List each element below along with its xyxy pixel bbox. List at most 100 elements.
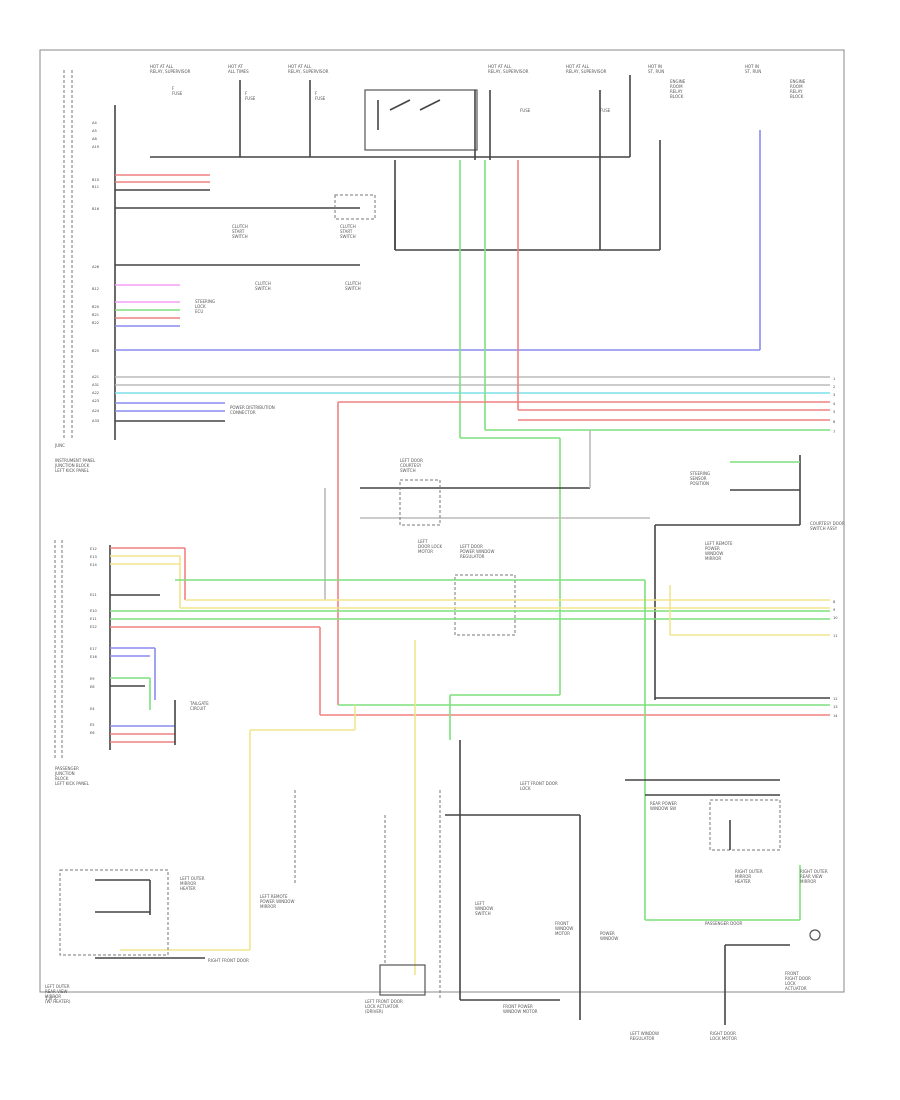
svg-text:E11: E11 [90,617,97,621]
svg-text:CLUTCH: CLUTCH [255,281,271,286]
page-number: 1 of 2 [45,996,57,1001]
svg-text:B21: B21 [92,313,99,317]
left-outer-mirror [59,869,169,956]
svg-text:HEATER: HEATER [735,879,751,884]
svg-text:REAR VIEW: REAR VIEW [45,989,68,994]
svg-text:LEFT FRONT DOOR: LEFT FRONT DOOR [520,781,558,786]
svg-text:LOCK: LOCK [195,304,206,309]
svg-text:B20: B20 [92,305,100,309]
left-door-lock-actuator [379,964,426,996]
svg-text:ST, RUN: ST, RUN [745,69,761,74]
svg-text:RIGHT FRONT DOOR: RIGHT FRONT DOOR [208,958,249,963]
svg-text:SWITCH ASSY: SWITCH ASSY [810,526,838,531]
svg-text:HOT AT ALL: HOT AT ALL [566,64,590,69]
svg-text:REGULATOR: REGULATOR [460,554,485,559]
svg-text:CONNECTOR: CONNECTOR [230,410,256,415]
svg-text:MIRROR: MIRROR [180,881,196,886]
svg-text:(W/ HEATER): (W/ HEATER) [45,999,71,1004]
svg-text:REAR POWER: REAR POWER [650,801,677,806]
svg-text:8: 8 [833,600,836,604]
svg-text:MIRROR: MIRROR [705,556,721,561]
svg-text:(DRIVER): (DRIVER) [365,1009,384,1014]
svg-text:FUSE: FUSE [172,91,183,96]
svg-text:POWER: POWER [705,546,720,551]
svg-text:LEFT KICK PANEL: LEFT KICK PANEL [55,781,90,786]
svg-text:A21: A21 [92,375,99,379]
svg-text:LEFT: LEFT [418,539,428,544]
svg-text:A5: A5 [92,129,97,133]
svg-text:REGULATOR: REGULATOR [630,1036,655,1041]
svg-text:E22: E22 [90,625,97,629]
svg-text:CLUTCH: CLUTCH [345,281,361,286]
svg-text:E4: E4 [90,707,95,711]
svg-text:12: 12 [833,697,838,701]
svg-text:RELAY, SUPERVISOR: RELAY, SUPERVISOR [288,69,329,74]
svg-text:POWER DISTRIBUTION: POWER DISTRIBUTION [230,405,275,410]
svg-text:LOCK ACTUATOR: LOCK ACTUATOR [365,1004,399,1009]
svg-text:MIRROR: MIRROR [45,994,61,999]
svg-text:JUNCTION: JUNCTION [54,771,75,776]
svg-text:STEERING: STEERING [690,471,710,476]
svg-text:E21: E21 [90,593,97,597]
svg-text:LEFT REMOTE: LEFT REMOTE [705,541,733,546]
svg-text:E14: E14 [90,563,98,567]
svg-text:JUNCTION BLOCK: JUNCTION BLOCK [54,463,90,468]
svg-text:ROOM: ROOM [670,84,683,89]
svg-text:RELAY: RELAY [790,89,803,94]
svg-text:LEFT OUTER: LEFT OUTER [180,876,205,881]
svg-text:1: 1 [833,377,835,381]
svg-text:9: 9 [833,608,836,612]
svg-text:5: 5 [833,410,835,414]
svg-text:2: 2 [833,385,835,389]
svg-text:LEFT OUTER: LEFT OUTER [45,984,70,989]
svg-text:POWER WINDOW: POWER WINDOW [460,549,494,554]
svg-text:B11: B11 [92,185,99,189]
svg-text:FRONT: FRONT [785,971,799,976]
svg-text:A23: A23 [92,399,99,403]
svg-text:HOT IN: HOT IN [745,64,759,69]
svg-text:E10: E10 [90,609,98,613]
svg-text:PASSENGER: PASSENGER [55,766,79,771]
svg-text:WINDOW SW: WINDOW SW [650,806,676,811]
svg-text:HOT IN: HOT IN [648,64,662,69]
svg-text:LOCK MOTOR: LOCK MOTOR [710,1036,737,1041]
svg-text:RIGHT OUTER: RIGHT OUTER [800,869,828,874]
right-edge-terminals: 1 2 3 4 5 6 7 8 9 10 11 12 13 14 [833,377,838,718]
svg-text:LEFT FRONT DOOR: LEFT FRONT DOOR [365,999,403,1004]
svg-text:REAR VIEW: REAR VIEW [800,874,823,879]
svg-text:A31: A31 [92,383,99,387]
svg-text:MIRROR: MIRROR [735,874,751,879]
svg-text:A22: A22 [92,391,99,395]
svg-text:BLOCK: BLOCK [670,94,684,99]
svg-text:MIRROR: MIRROR [260,904,276,909]
svg-text:RELAY, SUPERVISOR: RELAY, SUPERVISOR [150,69,191,74]
svg-text:6: 6 [833,420,836,424]
svg-text:B16: B16 [92,207,100,211]
svg-text:SWITCH: SWITCH [400,468,416,473]
svg-text:WINDOW: WINDOW [705,551,723,556]
svg-text:PASSENGER DOOR: PASSENGER DOOR [705,921,743,926]
svg-text:F: F [172,86,175,91]
svg-text:ST, RUN: ST, RUN [648,69,664,74]
fuse-block-top [150,75,661,251]
svg-text:JUNC: JUNC [54,443,65,448]
main-harness-right [337,160,830,705]
svg-text:COURTESY DOOR: COURTESY DOOR [810,521,845,526]
svg-text:WINDOW: WINDOW [600,936,618,941]
svg-text:E13: E13 [90,555,97,559]
svg-text:RELAY: RELAY [670,89,683,94]
svg-text:LEFT DOOR: LEFT DOOR [460,544,483,549]
svg-text:COURTESY: COURTESY [400,463,422,468]
svg-text:DOOR LOCK: DOOR LOCK [418,544,442,549]
svg-text:ALL TIMES: ALL TIMES [228,69,249,74]
svg-text:A24: A24 [92,409,100,413]
svg-text:E6: E6 [90,731,95,735]
svg-text:B12: B12 [92,287,99,291]
svg-text:RELAY, SUPERVISOR: RELAY, SUPERVISOR [488,69,529,74]
svg-text:A19: A19 [92,145,100,149]
